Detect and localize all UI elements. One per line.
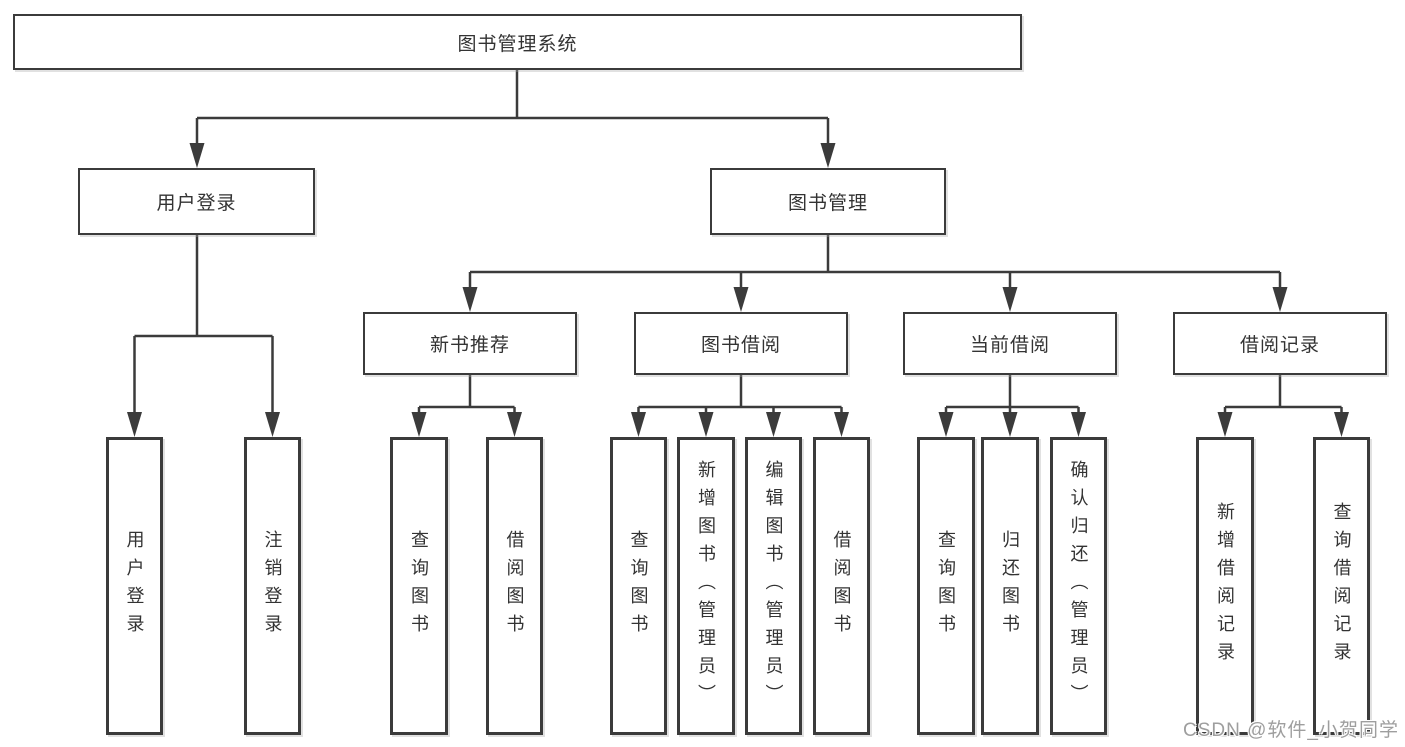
arrow-icon bbox=[1002, 412, 1018, 437]
connector-current bbox=[944, 375, 1080, 414]
arrow-icon bbox=[265, 412, 280, 437]
node-book-management-label: 图书管理 bbox=[787, 193, 868, 214]
leaf-user-login-label: 用户登录 bbox=[124, 530, 145, 642]
connector-book-management bbox=[468, 235, 1282, 290]
arrow-icon bbox=[189, 143, 205, 168]
arrow-icon bbox=[462, 287, 478, 312]
node-new-book-recommend: 新书推荐 bbox=[363, 312, 577, 375]
arrow-icon bbox=[820, 143, 836, 168]
node-user-login-label: 用户登录 bbox=[156, 193, 237, 214]
node-current-borrowing-label: 当前借阅 bbox=[969, 335, 1050, 356]
arrow-icon bbox=[766, 412, 781, 437]
node-book-management: 图书管理 bbox=[710, 168, 946, 235]
leaf-borrow-books-borrowing-label: 借阅图书 bbox=[831, 530, 852, 642]
arrow-icon bbox=[1217, 412, 1233, 437]
connector-records bbox=[1223, 375, 1343, 414]
arrow-icon bbox=[127, 412, 142, 437]
node-book-borrowing-label: 图书借阅 bbox=[700, 335, 781, 356]
arrow-icon bbox=[1334, 412, 1349, 437]
arrow-icon bbox=[1071, 412, 1086, 437]
leaf-confirm-return-admin: 确认归还（管理员） bbox=[1050, 437, 1107, 735]
leaf-query-books-borrowing-label: 查询图书 bbox=[628, 530, 649, 642]
arrow-icon bbox=[698, 412, 714, 437]
connector-root bbox=[195, 70, 830, 146]
leaf-query-books-recommend: 查询图书 bbox=[390, 437, 448, 735]
leaf-edit-book-admin-label: 编辑图书（管理员） bbox=[763, 460, 784, 712]
leaf-logout: 注销登录 bbox=[244, 437, 301, 735]
node-current-borrowing: 当前借阅 bbox=[903, 312, 1117, 375]
leaf-edit-book-admin: 编辑图书（管理员） bbox=[745, 437, 802, 735]
arrowheads bbox=[127, 143, 1349, 437]
leaf-user-login: 用户登录 bbox=[106, 437, 163, 735]
arrow-icon bbox=[1002, 287, 1018, 312]
arrow-icon bbox=[631, 412, 646, 437]
arrow-icon bbox=[834, 412, 849, 437]
connector-borrowing bbox=[637, 375, 843, 414]
leaf-add-borrow-record: 新增借阅记录 bbox=[1196, 437, 1254, 735]
arrow-icon bbox=[507, 412, 522, 437]
connector-new-book bbox=[417, 375, 516, 414]
leaf-query-borrow-record: 查询借阅记录 bbox=[1313, 437, 1370, 735]
node-new-book-recommend-label: 新书推荐 bbox=[429, 335, 510, 356]
connector-user-login bbox=[133, 235, 274, 414]
node-user-login: 用户登录 bbox=[78, 168, 315, 235]
leaf-query-books-borrowing: 查询图书 bbox=[610, 437, 667, 735]
leaf-borrow-books-borrowing: 借阅图书 bbox=[813, 437, 870, 735]
leaf-query-books-current: 查询图书 bbox=[917, 437, 975, 735]
leaf-borrow-books-recommend-label: 借阅图书 bbox=[504, 530, 525, 642]
leaf-query-books-recommend-label: 查询图书 bbox=[409, 530, 429, 642]
arrow-icon bbox=[1272, 287, 1288, 312]
node-root-label: 图书管理系统 bbox=[457, 33, 578, 55]
node-borrowing-records: 借阅记录 bbox=[1173, 312, 1387, 375]
arrow-icon bbox=[411, 412, 427, 437]
node-book-borrowing: 图书借阅 bbox=[634, 312, 848, 375]
arrow-icon bbox=[938, 412, 954, 437]
leaf-add-book-admin: 新增图书（管理员） bbox=[677, 437, 735, 735]
leaf-confirm-return-admin-label: 确认归还（管理员） bbox=[1068, 460, 1089, 712]
leaf-query-books-current-label: 查询图书 bbox=[936, 530, 956, 642]
node-root: 图书管理系统 bbox=[13, 14, 1022, 70]
leaf-query-borrow-record-label: 查询借阅记录 bbox=[1331, 502, 1352, 670]
csdn-watermark: CSDN @软件_小贺同学 bbox=[1183, 720, 1399, 741]
leaf-add-borrow-record-label: 新增借阅记录 bbox=[1215, 502, 1235, 670]
arrow-icon bbox=[733, 287, 749, 312]
leaf-borrow-books-recommend: 借阅图书 bbox=[486, 437, 543, 735]
leaf-add-book-admin-label: 新增图书（管理员） bbox=[696, 460, 716, 712]
leaf-return-book-label: 归还图书 bbox=[1000, 530, 1020, 642]
leaf-logout-label: 注销登录 bbox=[262, 530, 283, 642]
leaf-return-book: 归还图书 bbox=[981, 437, 1039, 735]
node-borrowing-records-label: 借阅记录 bbox=[1239, 335, 1320, 356]
